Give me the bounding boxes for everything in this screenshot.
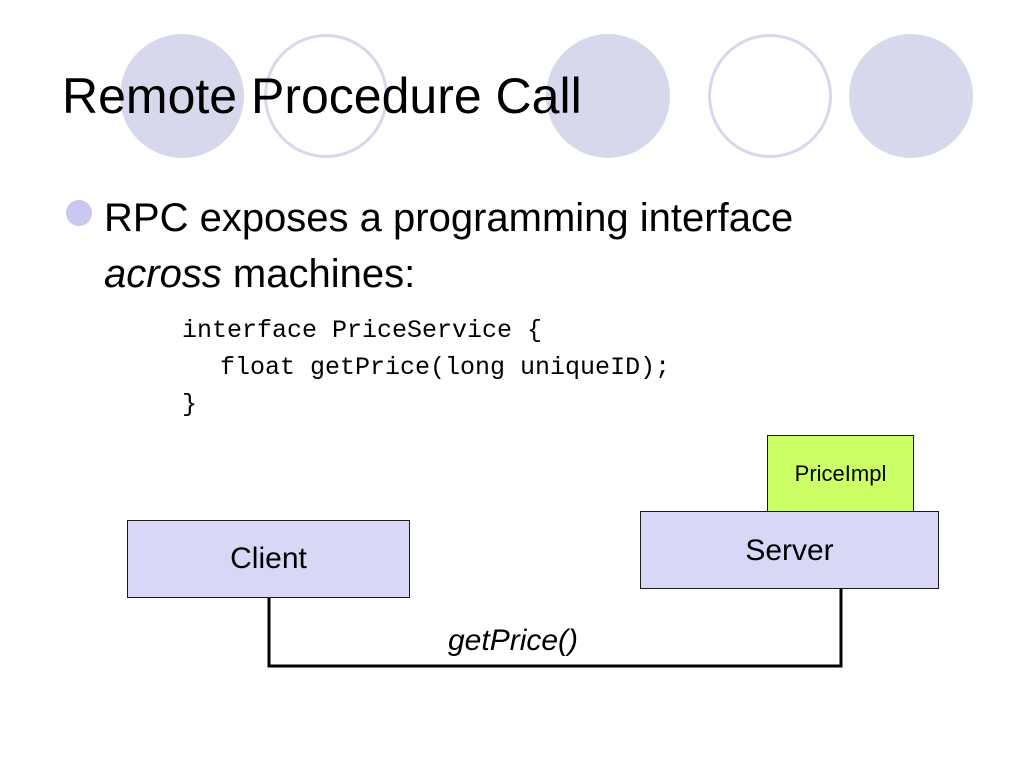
client-label: Client <box>230 542 307 575</box>
server-box: Server <box>640 511 939 589</box>
code-block: interface PriceService { float getPrice(l… <box>182 312 670 423</box>
decorative-circle-3 <box>546 34 670 158</box>
code-line-2: float getPrice(long uniqueID); <box>220 353 671 382</box>
decorative-circle-4 <box>708 34 832 158</box>
decorative-circle-1 <box>120 34 244 158</box>
bullet-emphasis: across <box>104 252 222 296</box>
bullet-line-2-rest: machines: <box>221 252 416 296</box>
server-label: Server <box>745 534 834 567</box>
code-line-1: interface PriceService { <box>182 316 543 345</box>
bullet-text: RPC exposes a programming interface acro… <box>104 190 984 302</box>
bullet-line-2: across machines: <box>104 246 984 302</box>
price-impl-label: PriceImpl <box>794 460 887 486</box>
decorative-circle-5 <box>849 34 973 158</box>
decorative-circle-2 <box>264 34 388 158</box>
slide-title: Remote Procedure Call <box>62 68 582 124</box>
bullet-dot-icon <box>66 200 92 226</box>
bullet-line-1: RPC exposes a programming interface <box>104 196 794 240</box>
price-impl-box: PriceImpl <box>767 435 914 512</box>
call-label: getPrice() <box>448 624 579 657</box>
call-arrow-path <box>267 508 843 668</box>
client-box: Client <box>127 520 410 598</box>
code-line-3: } <box>182 390 198 419</box>
